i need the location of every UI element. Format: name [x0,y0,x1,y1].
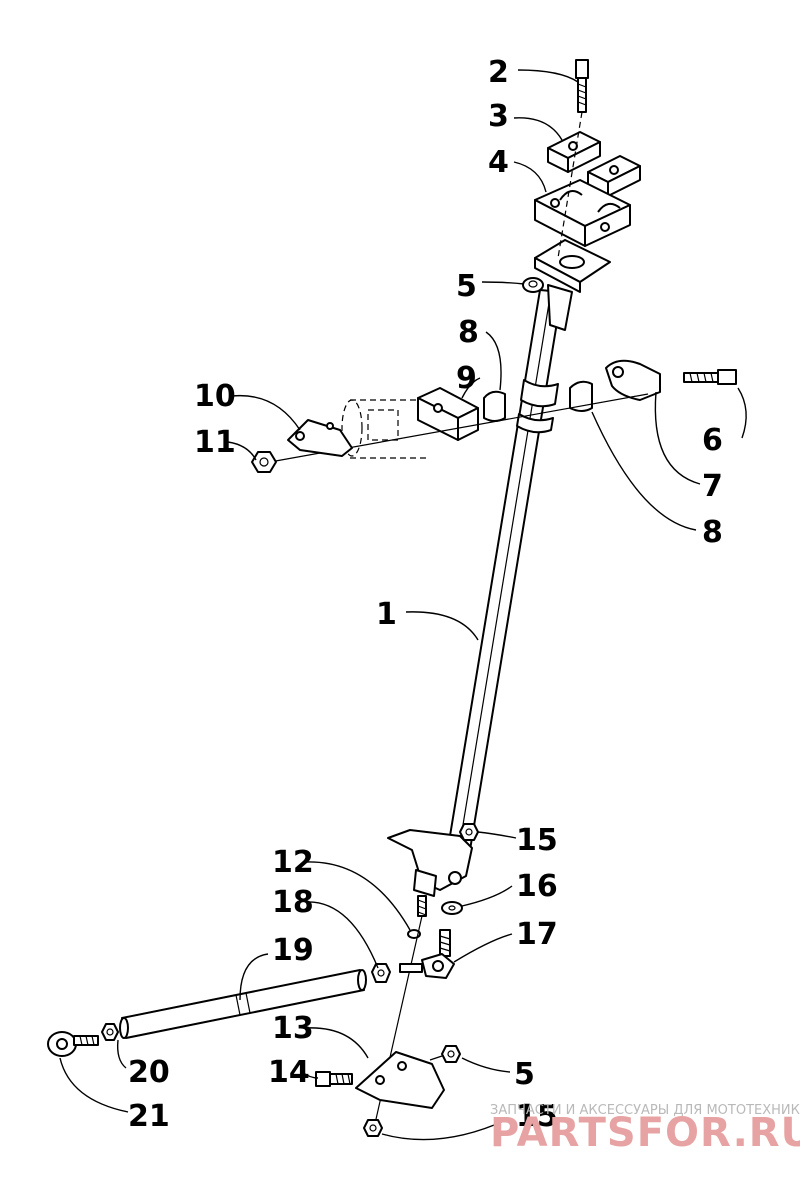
label-20: 20 [128,1055,170,1090]
label-9: 9 [456,361,477,396]
stud-17 [439,929,451,957]
ball-joint [399,953,455,979]
label-13: 13 [272,1011,314,1046]
label-3: 3 [488,99,509,134]
lower-bracket [387,829,473,897]
label-5-top: 5 [456,269,477,304]
bracket-10 [287,419,353,457]
label-15-bottom: 15 [516,1099,558,1134]
stud-12 [417,895,427,917]
callout-labels: 2 3 4 5 8 9 10 11 6 7 8 1 15 12 16 18 17… [128,55,723,1134]
nut-5-bottom [441,1045,461,1063]
handlebar-clamp-caps [547,131,641,197]
nut-5-top [522,277,544,293]
label-17: 17 [516,917,558,952]
washer-16 [441,901,463,915]
watermark-tagline: ЗАПЧАСТИ И АКСЕССУАРЫ ДЛЯ МОТОТЕХНИКИ [490,1103,800,1118]
nut-15-bottom [363,1119,383,1137]
watermark-brand: PARTSFOR.RU [490,1110,800,1156]
bolt-6 [683,369,737,385]
label-19: 19 [272,933,314,968]
label-1: 1 [376,597,397,632]
label-2: 2 [488,55,509,90]
bolt-2 [575,59,589,113]
label-4: 4 [488,145,509,180]
label-10: 10 [194,379,236,414]
label-15-top: 15 [516,823,558,858]
tie-rod-19 [119,969,367,1039]
label-14: 14 [268,1055,310,1090]
label-12: 12 [272,845,314,880]
nut-18 [371,963,391,983]
nut-11 [251,451,277,473]
bracket-13 [355,1051,445,1109]
nut-15-top [459,823,479,841]
handlebar-ghost [341,399,430,459]
nut-20 [101,1023,119,1041]
bushing-8-right [569,380,593,412]
label-8-lower: 8 [702,515,723,550]
label-7: 7 [702,469,723,504]
clamp-7 [605,359,661,401]
label-8-upper: 8 [458,315,479,350]
top-mount-plate [534,239,611,331]
rod-end-21 [47,1031,99,1057]
label-21: 21 [128,1099,170,1134]
label-16: 16 [516,869,558,904]
label-6: 6 [702,423,723,458]
leader-lines [59,69,747,1141]
bushing-8-left [483,390,506,422]
label-11: 11 [194,425,236,460]
bolt-14 [315,1071,353,1087]
handlebar-clamp-base [534,179,631,247]
label-5-bottom: 5 [514,1057,535,1092]
watermark: ЗАПЧАСТИ И АКСЕССУАРЫ ДЛЯ МОТОТЕХНИКИ PA… [490,1103,800,1156]
label-18: 18 [272,885,314,920]
